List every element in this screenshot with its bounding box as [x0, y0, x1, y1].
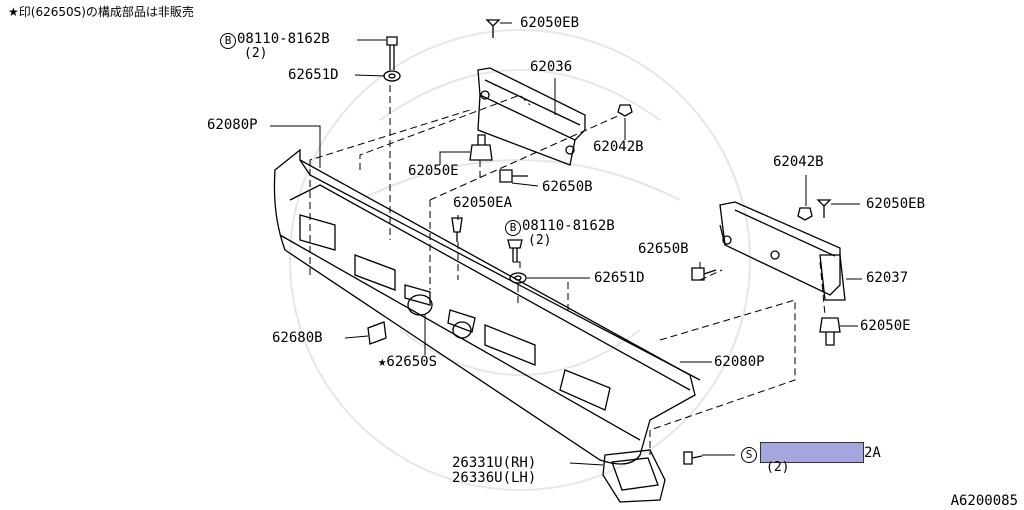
label-62050e-right: 62050E: [860, 318, 911, 334]
label-26336u: 26336U(LH): [452, 470, 537, 486]
label-62050e-left: 62050E: [408, 163, 459, 179]
bolt-08110-mid: [507, 239, 523, 262]
nut-62042b-right: [797, 207, 813, 221]
bracket-62680b: [367, 321, 387, 345]
label-62042b-right: 62042B: [773, 154, 824, 170]
label-62650b-mid: 62650B: [542, 179, 593, 195]
label-62651d-top: 62651D: [288, 67, 339, 83]
label-62042b-mid: 62042B: [593, 139, 644, 155]
clip-62050e-left: [469, 134, 493, 161]
washer-62651d-top: [383, 70, 401, 82]
b-circle-mark: B: [220, 33, 236, 49]
clip-62050eb-top: [485, 19, 501, 38]
s-circle-mark-wrap: S: [741, 446, 758, 463]
clip-62050eb-right: [816, 199, 832, 218]
bracket-62036: [477, 67, 586, 166]
redacted-part-number-box: [760, 442, 864, 463]
bolt-62650b-mid: [499, 169, 528, 183]
label-62650s: ★62650S: [378, 354, 438, 370]
label-62080p-top: 62080P: [207, 117, 258, 133]
label-s-part-suffix: 2A: [864, 445, 881, 461]
label-62650b-right: 62650B: [638, 241, 689, 257]
label-62050eb-right: 62050EB: [866, 196, 926, 212]
label-62036: 62036: [530, 59, 573, 75]
qty-08110-mid: (2): [528, 233, 552, 248]
b-circle-mark: B: [505, 220, 521, 236]
qty-08110-top: (2): [244, 46, 268, 61]
screw-s-part: [683, 451, 703, 465]
s-circle-mark: S: [741, 447, 757, 463]
washer-62651d-mid: [509, 272, 527, 284]
watermark-emblem: [289, 29, 751, 491]
reference-code: A6200085: [950, 493, 1018, 509]
non-sale-note: ★印(62650S)の構成部品は非販売: [8, 5, 194, 19]
fog-lamp-26331u: [602, 449, 666, 503]
label-26331u: 26331U(RH): [452, 455, 537, 471]
label-62680b: 62680B: [272, 330, 323, 346]
label-62050eb-top: 62050EB: [520, 15, 580, 31]
label-62050ea: 62050EA: [453, 195, 513, 211]
label-62037: 62037: [866, 270, 909, 286]
label-62080p-bottom: 62080P: [714, 354, 765, 370]
bolt-08110-top: [386, 36, 398, 70]
qty-s-part: (2): [766, 460, 790, 475]
label-62651d-mid: 62651D: [594, 270, 645, 286]
bracket-62037: [719, 201, 846, 301]
clip-62050e-right: [819, 317, 841, 346]
clip-62050ea: [451, 217, 463, 242]
nut-62042b-mid: [617, 104, 633, 117]
